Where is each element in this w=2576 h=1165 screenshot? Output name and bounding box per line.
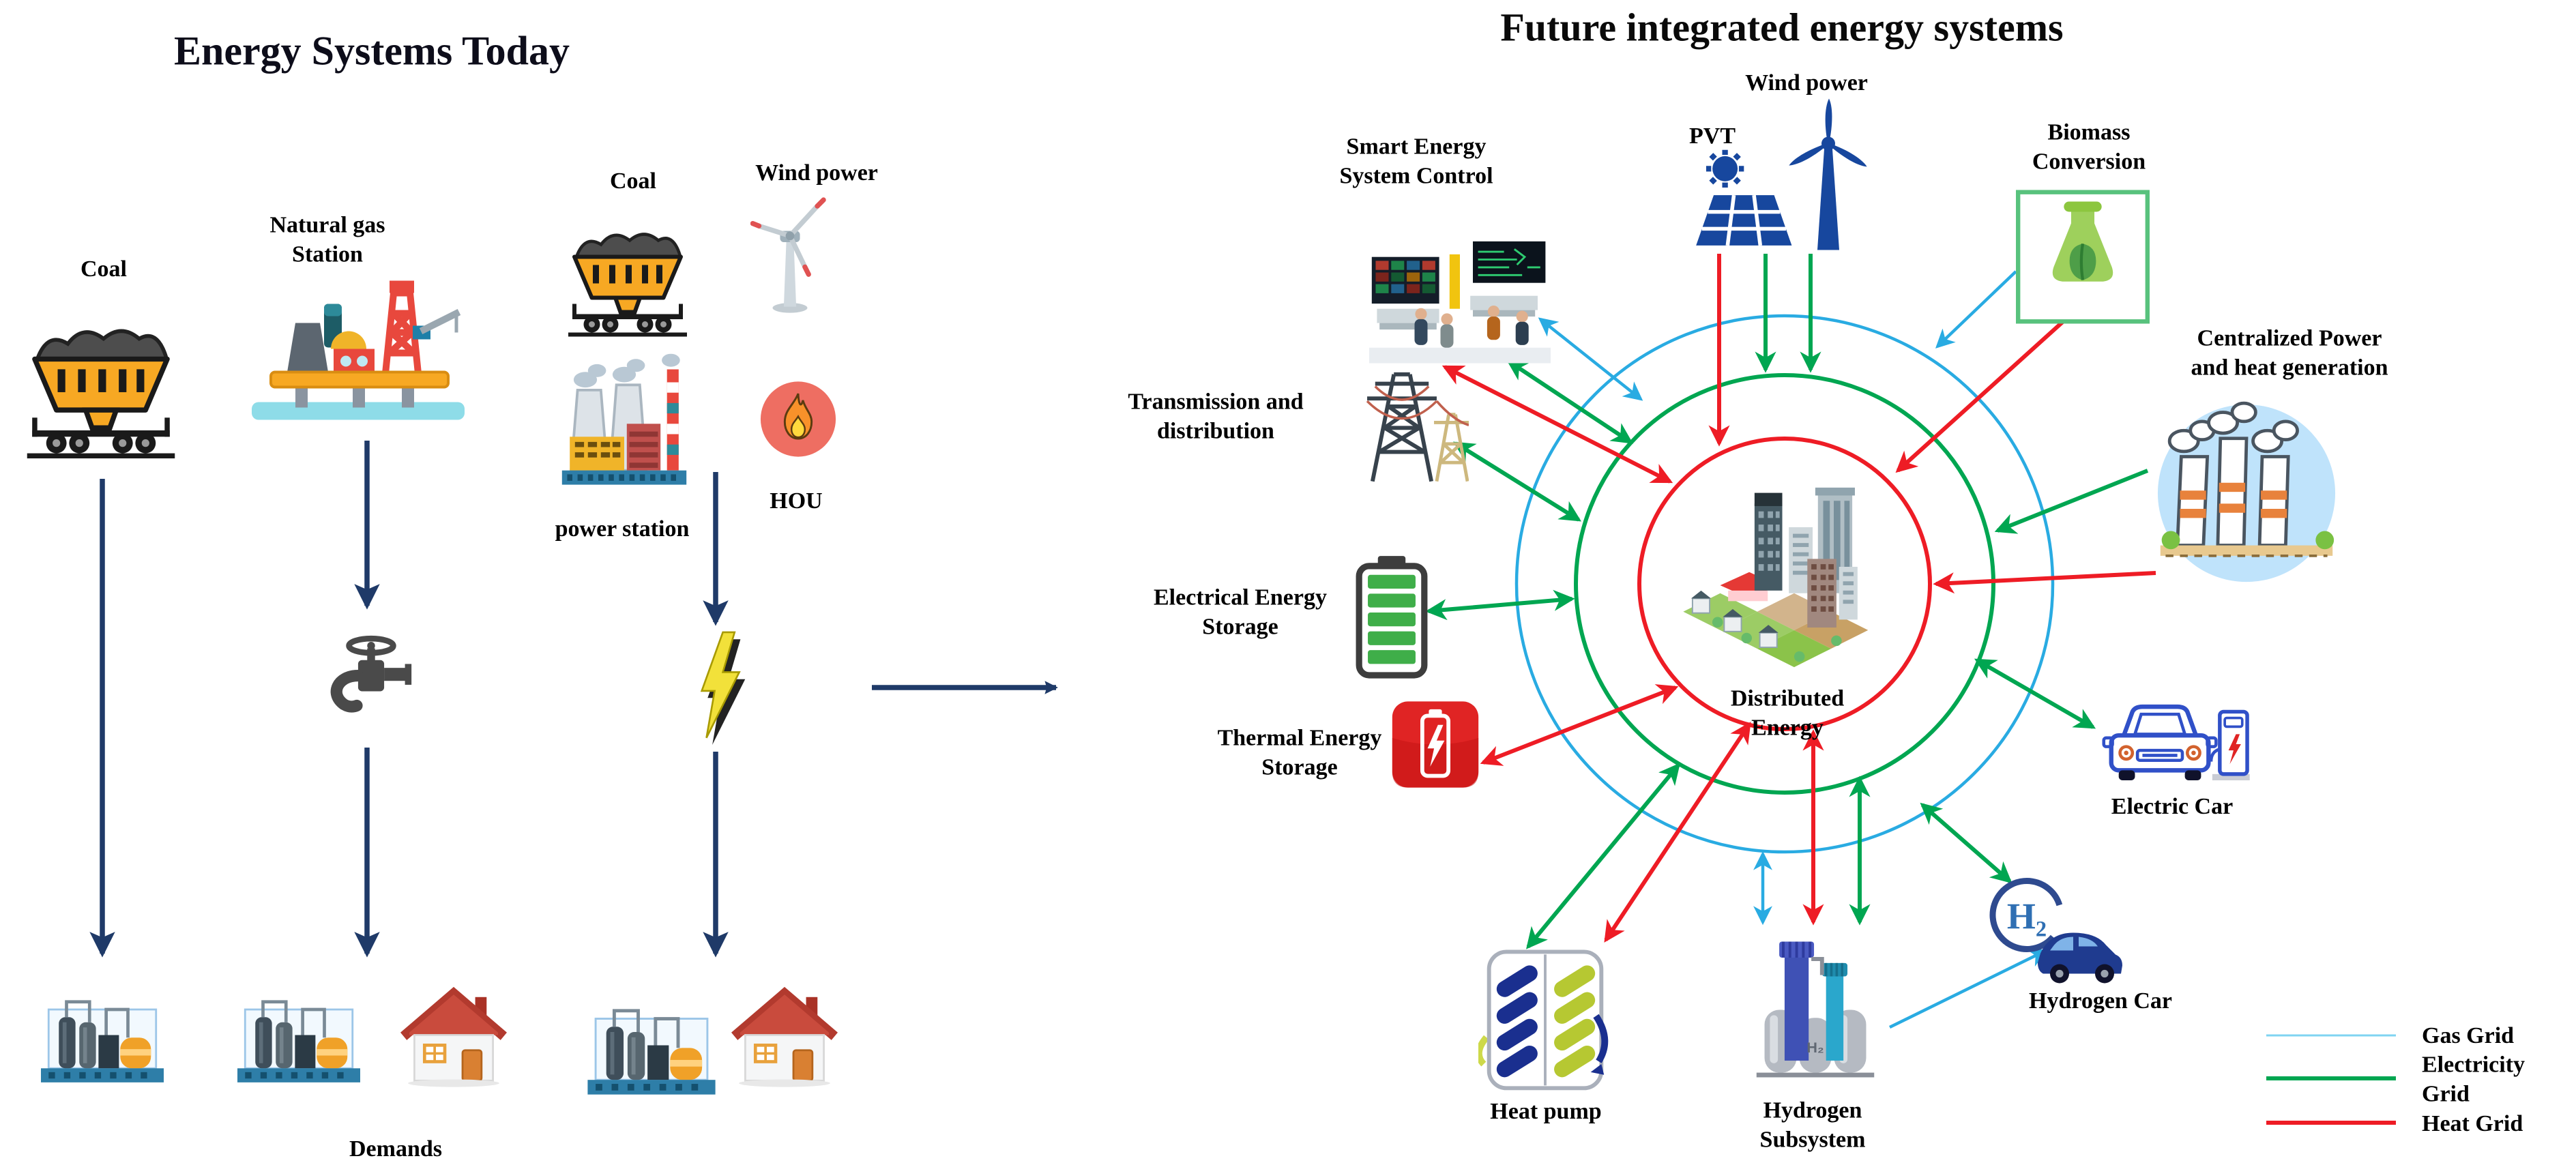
biomass-label: Biomass Conversion bbox=[2032, 119, 2146, 175]
house-icon-2 bbox=[727, 982, 842, 1092]
green-battery-icon bbox=[1351, 554, 1433, 683]
svg-text:H₂: H₂ bbox=[2007, 896, 2047, 937]
distributed-energy-city-icon bbox=[1680, 475, 1905, 683]
red-battery-icon bbox=[1389, 699, 1482, 794]
demands-label: Demands bbox=[349, 1136, 443, 1162]
transmission-tower-icon bbox=[1335, 353, 1469, 490]
arrow-smart-gas bbox=[1538, 317, 1643, 401]
svg-text:H₂: H₂ bbox=[1806, 1039, 1824, 1056]
legend-gas-label: Gas Grid bbox=[2422, 1022, 2515, 1048]
heat-pump-label: Heat pump bbox=[1490, 1098, 1602, 1124]
hydrogen-subsystem-label: Hydrogen Subsystem bbox=[1759, 1097, 1866, 1153]
hydrogen-tanks-icon: H₂ bbox=[1748, 935, 1882, 1087]
power-station-icon bbox=[559, 351, 689, 495]
coal-cart-icon-1 bbox=[25, 316, 177, 462]
natural-gas-label: Natural gas Station bbox=[269, 212, 385, 267]
wind-power-label-left: Wind power bbox=[755, 160, 878, 186]
legend-heat-label: Heat Grid bbox=[2422, 1110, 2523, 1136]
arrow-thermal-heat bbox=[1480, 684, 1679, 766]
electricity-grid-ring bbox=[1574, 373, 1995, 795]
smart-energy-label: Smart Energy System Control bbox=[1339, 134, 1493, 189]
arrow-hydrogen-to-car-gas bbox=[1889, 949, 2048, 1029]
arrow-heatpump-heat bbox=[1604, 722, 1751, 943]
pvt-label: PVT bbox=[1689, 123, 1736, 149]
centralized-plant-icon bbox=[2142, 389, 2351, 589]
thermal-storage-label: Thermal Energy Storage bbox=[1217, 725, 1382, 780]
coal-label-1: Coal bbox=[80, 256, 127, 282]
house-icon-1 bbox=[396, 982, 511, 1092]
gas-valve-icon bbox=[322, 632, 421, 726]
arrow-biomass-gas bbox=[1935, 270, 2017, 349]
demand-factory-icon-3 bbox=[585, 992, 718, 1102]
arrow-centralized-elec bbox=[1994, 469, 2149, 534]
demand-factory-icon-2 bbox=[235, 984, 363, 1090]
left-title: Energy Systems Today bbox=[173, 28, 570, 74]
coal-label-2: Coal bbox=[610, 168, 656, 194]
arrow-hydrogencar-elec bbox=[1920, 802, 2012, 884]
hou-label: HOU bbox=[770, 488, 823, 514]
arrow-biomass-heat bbox=[1895, 317, 2068, 473]
natural-gas-rig-icon bbox=[249, 271, 467, 428]
legend-electricity-label: Electricity Grid bbox=[2422, 1052, 2526, 1107]
hydrogen-car-label: Hydrogen Car bbox=[2029, 988, 2172, 1014]
electric-car-icon bbox=[2100, 697, 2250, 788]
control-room-icon bbox=[1369, 232, 1551, 369]
coal-cart-icon-2 bbox=[566, 222, 689, 340]
arrow-heatpump-elec bbox=[1526, 763, 1680, 949]
electric-car-label: Electric Car bbox=[2111, 793, 2234, 819]
arrow-storage-elec bbox=[1425, 589, 1575, 621]
centralized-label: Centralized Power and heat generation bbox=[2191, 325, 2388, 381]
arrow-electriccar-elec bbox=[1974, 658, 2096, 729]
arrow-centralized-heat bbox=[1933, 571, 2156, 594]
arrow-smart-heat bbox=[1441, 365, 1673, 484]
demand-factory-icon-1 bbox=[38, 984, 166, 1090]
wind-power-label-right: Wind power bbox=[1745, 70, 1868, 95]
gas-grid-ring bbox=[1514, 314, 2055, 854]
biomass-flask-icon bbox=[2016, 190, 2150, 327]
wind-turbine-icon-left bbox=[750, 190, 830, 318]
right-title: Future integrated energy systems bbox=[1500, 5, 2064, 50]
heat-pump-icon bbox=[1476, 936, 1612, 1100]
distributed-energy-label: Distributed Energy bbox=[1730, 685, 1845, 741]
wind-turbine-icon-right bbox=[1767, 98, 1890, 258]
hydrogen-car-icon: H₂ bbox=[1989, 877, 2146, 990]
electrical-storage-label: Electrical Energy Storage bbox=[1154, 585, 1327, 640]
pvt-solar-icon bbox=[1692, 147, 1801, 256]
electricity-bolt-icon bbox=[688, 629, 746, 752]
power-station-label: power station bbox=[555, 516, 690, 542]
heat-grid-ring bbox=[1637, 437, 1932, 731]
hou-icon bbox=[758, 379, 838, 463]
arrow-transmission-elec bbox=[1453, 441, 1581, 522]
transmission-label: Transmission and distribution bbox=[1128, 389, 1304, 444]
